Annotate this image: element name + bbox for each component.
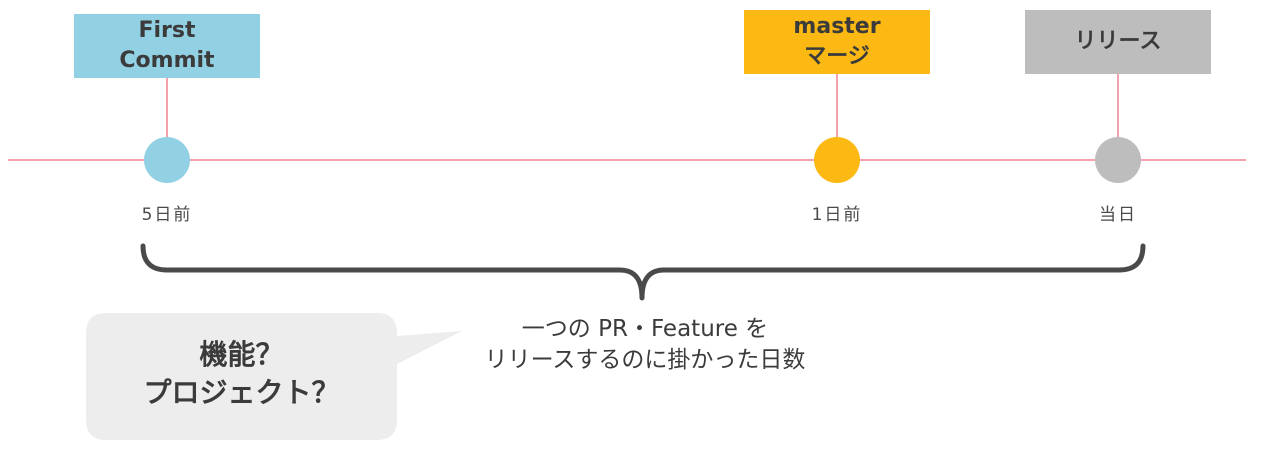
master-merge-label: master マージ xyxy=(744,10,930,74)
first-commit-label-line1: First xyxy=(138,18,196,43)
speech-bubble-line1: 機能？ xyxy=(199,338,284,371)
release-label-line1: リリース xyxy=(1074,29,1162,54)
first-commit-label: First Commit xyxy=(74,14,260,78)
release-label: リリース xyxy=(1025,10,1211,74)
duration-caption-line2: リリースするのに掛かった日数 xyxy=(484,347,806,373)
duration-caption: 一つの PR・Feature を リリースするのに掛かった日数 xyxy=(430,314,860,376)
speech-bubble-text: 機能？ プロジェクト？ xyxy=(88,336,395,412)
range-brace xyxy=(140,243,1146,301)
release-dot xyxy=(1095,137,1141,183)
speech-bubble xyxy=(86,313,462,440)
speech-bubble-line2: プロジェクト？ xyxy=(143,376,340,409)
first-commit-date: 5日前 xyxy=(141,205,193,225)
master-merge-label-line1: master xyxy=(793,14,881,39)
first-commit-label-line2: Commit xyxy=(119,48,215,73)
duration-caption-line1: 一つの PR・Feature を xyxy=(521,316,769,342)
release-date: 当日 xyxy=(1099,205,1137,225)
master-merge-dot xyxy=(814,137,860,183)
master-merge-date: 1日前 xyxy=(811,205,863,225)
master-merge-label-line2: マージ xyxy=(804,44,870,69)
first-commit-dot xyxy=(144,137,190,183)
